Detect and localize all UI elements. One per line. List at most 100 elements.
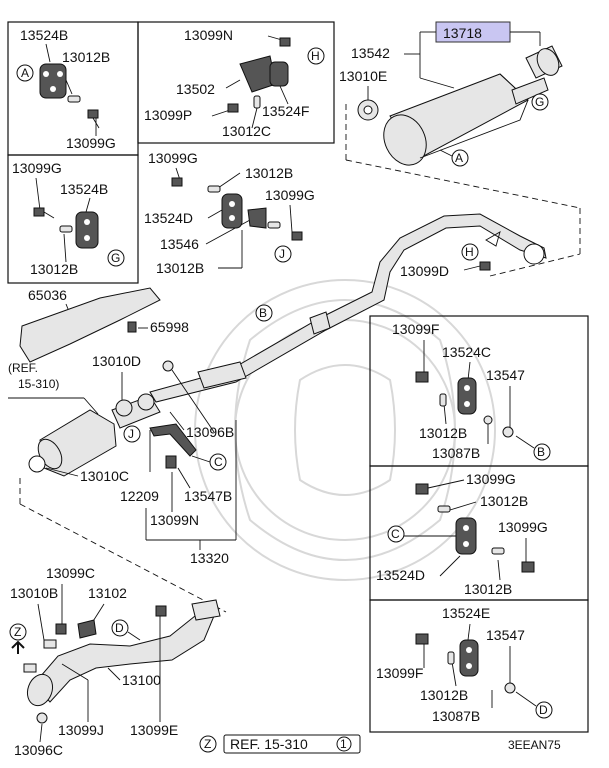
part-label: 13012B xyxy=(464,581,512,597)
part-label: 13718 xyxy=(443,25,482,41)
ref-number: 1 xyxy=(340,737,347,751)
bracket-icon xyxy=(247,207,267,229)
part-label: 13012C xyxy=(222,123,271,139)
bolt-icon xyxy=(87,109,100,129)
bracket-icon xyxy=(77,619,97,639)
part-label: 13546 xyxy=(160,236,199,252)
part-label: 13012B xyxy=(62,49,110,65)
reference-box xyxy=(223,734,361,754)
part-label: 13099J xyxy=(58,722,104,738)
part-label: 13099C xyxy=(46,565,95,581)
arrow-up-icon xyxy=(11,640,25,654)
marker-circle xyxy=(123,425,141,443)
part-label: 13010B xyxy=(10,585,58,601)
detail-box-D xyxy=(369,599,589,733)
washer-icon xyxy=(504,682,516,694)
marker-circle xyxy=(199,735,217,753)
part-label: 13012B xyxy=(245,165,293,181)
bolt-icon xyxy=(227,103,239,113)
part-label: 13547B xyxy=(184,488,232,504)
bolt-icon xyxy=(171,177,183,187)
part-label: 13099G xyxy=(466,471,516,487)
marker-letter: H xyxy=(311,49,320,63)
marker-letter: A xyxy=(21,66,29,80)
part-label: 13547 xyxy=(486,627,525,643)
marker-circle xyxy=(531,93,549,111)
nut-icon xyxy=(483,415,493,425)
pin-icon xyxy=(59,225,73,233)
part-label: 13502 xyxy=(176,81,215,97)
marker-letter: C xyxy=(214,455,223,469)
rubber-hanger-icon xyxy=(457,377,477,415)
part-label: 13096C xyxy=(14,742,63,758)
pin-icon xyxy=(253,95,261,109)
part-label: 13099D xyxy=(400,263,449,279)
bolt-icon xyxy=(479,261,491,271)
part-label: 13012B xyxy=(30,261,78,277)
pin-icon xyxy=(439,393,447,407)
part-label: 13012B xyxy=(156,260,204,276)
marker-circle xyxy=(533,443,551,461)
marker-circle xyxy=(535,701,553,719)
nut-icon xyxy=(36,712,48,724)
rubber-hanger-icon xyxy=(459,639,479,677)
part-label: 13087B xyxy=(432,708,480,724)
clip-icon xyxy=(127,321,137,333)
marker-letter: B xyxy=(259,306,267,320)
gasket-icon xyxy=(23,663,37,673)
ref-label: 15-310) xyxy=(18,377,59,391)
marker-circle xyxy=(461,243,479,261)
rubber-hanger-icon xyxy=(455,517,477,555)
part-label: 13102 xyxy=(88,585,127,601)
part-label: 13099N xyxy=(184,27,233,43)
rubber-hanger-icon xyxy=(39,63,67,99)
marker-letter: D xyxy=(539,703,548,717)
bolt-icon xyxy=(415,371,429,383)
marker-circle xyxy=(255,304,273,322)
bolt-icon xyxy=(55,623,67,635)
part-label: 13099F xyxy=(376,665,423,681)
marker-letter: G xyxy=(535,95,544,109)
marker-letter: J xyxy=(128,427,134,441)
gasket-icon xyxy=(43,639,57,649)
part-label: 13099F xyxy=(392,321,439,337)
part-label: 13010C xyxy=(80,468,129,484)
detail-box-H xyxy=(137,21,335,144)
bolt-icon xyxy=(155,605,167,617)
bracket-icon xyxy=(149,423,197,457)
gasket-icon xyxy=(137,393,155,411)
marker-letter: Z xyxy=(204,737,211,751)
ref-number-circle xyxy=(336,736,352,752)
bolt-icon xyxy=(165,455,177,469)
detail-box-B xyxy=(369,315,589,467)
rubber-hanger-icon xyxy=(75,211,99,249)
marker-letter: C xyxy=(391,527,400,541)
part-label: 13012B xyxy=(480,493,528,509)
pin-icon xyxy=(437,505,451,513)
part-label: 13524E xyxy=(442,605,490,621)
bracket-icon xyxy=(239,37,291,93)
part-label: 13099G xyxy=(148,150,198,166)
heat-shield-icon xyxy=(19,287,161,363)
part-label: 13087B xyxy=(432,445,480,461)
gasket-icon xyxy=(28,455,46,473)
arrow-icon xyxy=(485,231,501,247)
part-label: 13547 xyxy=(486,367,525,383)
marker-circle xyxy=(111,619,129,637)
part-label: 65998 xyxy=(150,319,189,335)
front-pipe-icon xyxy=(26,599,221,707)
pin-icon xyxy=(491,547,505,555)
part-label: 13099E xyxy=(130,722,178,738)
pin-icon xyxy=(67,95,81,103)
part-label: 13012B xyxy=(419,425,467,441)
part-label: 13524B xyxy=(20,27,68,43)
part-label: 13012B xyxy=(420,687,468,703)
part-label: 13099N xyxy=(150,512,199,528)
marker-letter: D xyxy=(115,621,124,635)
part-label: 13099G xyxy=(265,187,315,203)
diagram-code: 3EEAN75 xyxy=(508,738,561,752)
part-label: 13099G xyxy=(12,160,62,176)
marker-letter: H xyxy=(465,245,474,259)
part-label: 13099G xyxy=(66,135,116,151)
bolt-icon xyxy=(415,483,429,495)
